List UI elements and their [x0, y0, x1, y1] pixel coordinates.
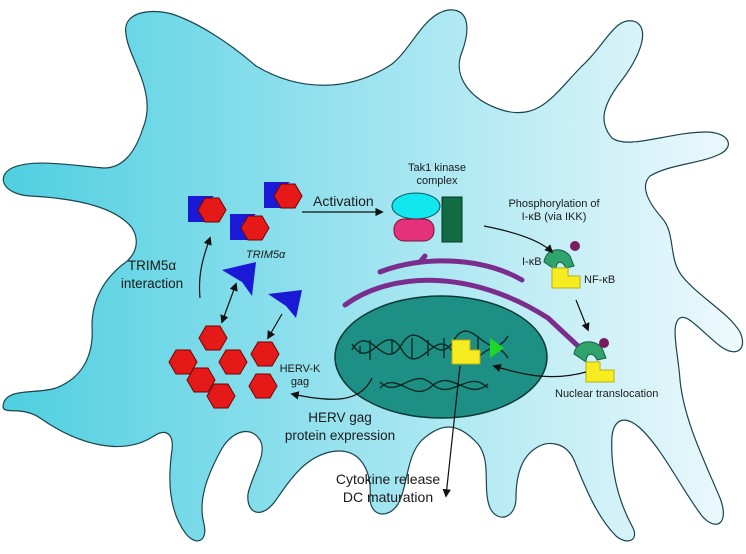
tak1-kinase-complex-icon [391, 192, 463, 243]
herv-expression-arrow [290, 377, 373, 400]
trim5a-protein-icon [222, 262, 302, 318]
trim5a-gag-complex-icon [188, 182, 303, 241]
trim5a-to-gag-arrow-1 [220, 282, 238, 324]
herv-expression-label-line2: protein expression [285, 428, 395, 443]
dendritic-cell-membrane [2, 9, 744, 542]
tak1-label-line1: Tak1 kinase [408, 162, 466, 174]
nuclear-translocation-label: Nuclear translocation [555, 388, 658, 400]
nfkb-in-nucleus-icon [451, 339, 481, 365]
phosphorylation-label-line2: I-κB (via IKK) [522, 211, 587, 223]
nuclear-translocation-arrow [492, 363, 587, 378]
cytokine-label-line2: DC maturation [343, 489, 433, 505]
trim5a-interaction-label-line2: interaction [121, 276, 183, 291]
herv-gag-hexagon-cluster [168, 325, 280, 409]
phosphorylation-label-line1: Phosphorylation of [508, 198, 600, 210]
herv-expression-label-line1: HERV gag [308, 410, 372, 425]
nfkb-label: NF-κB [584, 274, 615, 286]
promoter-triangle [490, 338, 504, 358]
ikb-label: I-κB [522, 256, 542, 268]
trim5a-small-label: TRIM5α [246, 249, 286, 261]
hervk-gag-label-line1: HERV-K [280, 363, 321, 375]
trim5a-to-gag-arrow-2 [267, 313, 283, 340]
ikb-nfkb-complex-icon [543, 241, 581, 289]
phosphorylation-arrow [483, 225, 554, 254]
ikb-to-nucleus-arrow [575, 299, 590, 332]
cytokine-label-line1: Cytokine release [336, 471, 440, 487]
hervk-gag-label-line2: gag [291, 376, 309, 388]
nucleus [334, 295, 548, 419]
ikb-nfkb-complex-lower-icon [573, 338, 615, 383]
cytokine-arrow [442, 365, 461, 498]
endoplasmic-reticulum [342, 253, 581, 349]
trim5a-interaction-label-line1: TRIM5α [128, 258, 177, 273]
tak1-label-line2: complex [417, 175, 458, 187]
activation-label: Activation [313, 193, 374, 209]
dna-double-helix [351, 330, 509, 393]
pathway-arrows [198, 207, 590, 498]
trim5a-interaction-arrow [198, 236, 212, 299]
